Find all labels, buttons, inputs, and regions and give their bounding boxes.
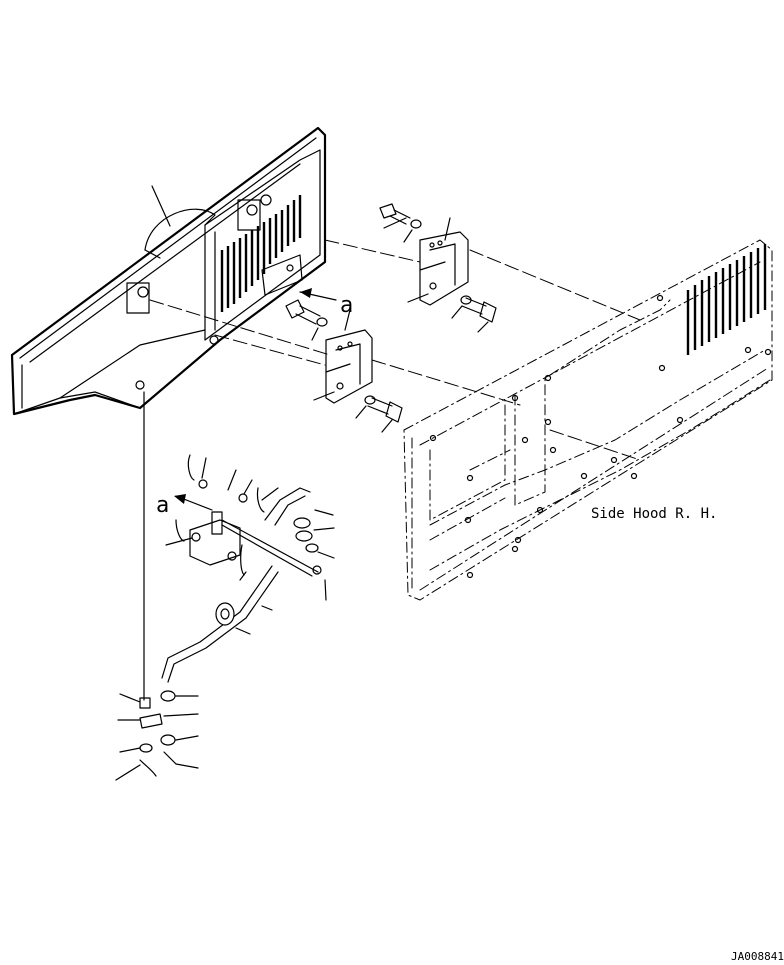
assembly-lines bbox=[149, 239, 641, 461]
side-hood-label: Side Hood R. H. bbox=[591, 506, 717, 522]
side-hood-rh: Side Hood R. H. bbox=[403, 239, 773, 601]
arrow-a-upper: a bbox=[299, 288, 353, 318]
lower-hinge-bracket bbox=[285, 299, 403, 433]
door-grill bbox=[220, 195, 302, 312]
latch-mechanism: a bbox=[156, 454, 335, 601]
side-hood-louvres bbox=[686, 244, 767, 355]
document-id: JA008841 bbox=[731, 950, 784, 963]
arrow-a-label-lower: a bbox=[156, 493, 169, 518]
door-panel bbox=[10, 126, 327, 416]
lower-latch-parts bbox=[115, 690, 199, 781]
door-rod bbox=[161, 565, 279, 683]
upper-hinge-bracket bbox=[379, 203, 497, 333]
arrow-a-label: a bbox=[340, 293, 353, 318]
